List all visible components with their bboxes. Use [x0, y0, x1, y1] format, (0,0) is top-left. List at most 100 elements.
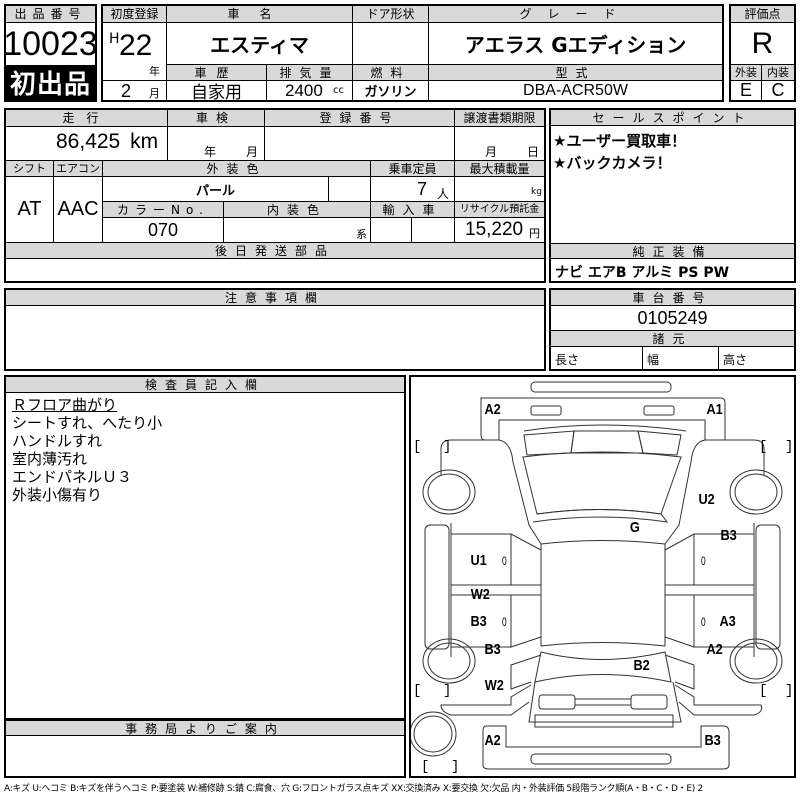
office-label: 事務局よりご案内 — [6, 720, 404, 736]
chassis-box: 車台番号 0105249 諸元 長さ 幅 高さ — [549, 288, 796, 371]
interior-color-label: 内装色 — [224, 202, 371, 218]
imported-b — [412, 218, 455, 243]
sales-point-item: ★バックカメラ！ — [553, 154, 672, 172]
capacity: 7 人 — [371, 177, 455, 202]
exterior-color-extra — [329, 177, 371, 202]
mark-left-sill: W2 — [470, 586, 490, 603]
score-value: R — [731, 23, 794, 65]
bracket-front-right-open: [ — [759, 439, 768, 455]
sales-point-item: ★ユーザー買取車！ — [553, 132, 687, 150]
displacement: 2400 cc — [267, 81, 353, 100]
inspector-line: ハンドルすれ — [12, 432, 103, 450]
registration-year: H 22 年 — [103, 23, 167, 81]
model-code-label: 型式 — [429, 65, 722, 81]
mark-front-bumper-left: A2 — [484, 401, 501, 418]
sales-points-box: セールスポイント ★ユーザー買取車！ ★バックカメラ！ 純正装備 ナビ エアB … — [549, 108, 796, 283]
lot-number: 10023 — [6, 24, 95, 63]
mark-left-front-door-zero: 0 — [502, 554, 507, 568]
lot-number-box: 出品番号 10023 初出品 — [4, 4, 97, 102]
mark-front-bumper-right: A1 — [706, 401, 723, 418]
mark-left-rear-door: B3 — [470, 613, 487, 630]
transfer-deadline: 月 日 — [455, 127, 544, 161]
bracket-front-left-close: ] — [443, 439, 452, 455]
interior-color: 系 — [224, 218, 371, 243]
spec-length: 長さ — [551, 347, 643, 369]
mark-right-front-door-zero: 0 — [701, 554, 706, 568]
history: 自家用 — [167, 81, 267, 100]
details-table: 走行 車検 登録番号 譲渡書類期限 86,425 km 年 月 月 日 シフト … — [4, 108, 546, 283]
inspector-notes: Ｒフロア曲がり シートすれ、へたり小 ハンドルすれ 室内薄汚れ エンドパネルＵ３… — [12, 396, 162, 504]
interior-grade-label: 内装 — [762, 65, 794, 81]
chassis-label: 車台番号 — [551, 290, 794, 306]
bracket-spare-close: ] — [451, 759, 460, 775]
bracket-rear-right-open: [ — [759, 683, 768, 699]
door-type-label: ドア形状 — [353, 6, 429, 23]
bracket-front-left-open: [ — [413, 439, 422, 455]
car-name-label: 車名 — [167, 6, 353, 23]
aircon-label: エアコン — [54, 161, 103, 177]
notes-label: 注意事項欄 — [6, 290, 544, 306]
office-box: 事務局よりご案内 — [4, 718, 406, 778]
capacity-label: 乗車定員 — [371, 161, 455, 177]
mark-rear-bumper-left: A2 — [484, 732, 501, 749]
registration-month: 2 月 — [103, 81, 167, 100]
shift: AT — [6, 177, 54, 243]
mark-back-door: B2 — [633, 657, 650, 674]
inspector-line: Ｒフロア曲がり — [12, 396, 118, 414]
lot-number-label: 出品番号 — [6, 6, 95, 23]
first-listing-badge: 初出品 — [6, 65, 95, 100]
equipment-label: 純正装備 — [551, 243, 794, 259]
history-label: 車歴 — [167, 65, 267, 81]
mark-windshield: G — [629, 519, 640, 536]
inspector-line: エンドパネルＵ３ — [12, 468, 133, 486]
max-load: kg — [455, 177, 544, 202]
inspector-line: シートすれ、へたり小 — [12, 414, 163, 432]
exterior-grade: E — [731, 81, 762, 100]
vehicle-info-table: 初度登録 H 22 年 2 月 車名 エスティマ ドア形状 グレード アエラス … — [101, 4, 724, 102]
exterior-color: パール — [103, 177, 329, 202]
mark-left-rear-door-zero: 0 — [502, 615, 507, 629]
transfer-deadline-label: 譲渡書類期限 — [455, 110, 544, 127]
car-outline-icon — [411, 381, 783, 770]
mileage-label: 走行 — [6, 110, 168, 127]
bracket-front-right-close: ] — [785, 439, 794, 455]
later-parts-label: 後日発送部品 — [6, 243, 544, 259]
imported-a — [371, 218, 412, 243]
grade: アエラス Gエディション — [429, 23, 722, 65]
sales-points-label: セールスポイント — [551, 110, 794, 126]
model-code: DBA-ACR50W — [523, 81, 628, 99]
sales-points-list: ★ユーザー買取車！ ★バックカメラ！ — [553, 130, 686, 174]
inspection-label: 車検 — [168, 110, 265, 127]
fuel-label: 燃料 — [353, 65, 429, 81]
spec-height: 高さ — [723, 353, 748, 367]
inspection-date: 年 月 — [168, 127, 265, 161]
mark-rear-bumper-right: B3 — [704, 732, 721, 749]
inspector-line: 室内薄汚れ — [12, 450, 88, 468]
equipment: ナビ エアB アルミ PS PW — [555, 265, 730, 281]
inspector-line: 外装小傷有り — [12, 486, 103, 504]
door-type — [353, 23, 429, 65]
plate-number — [265, 127, 455, 161]
mark-left-rear-fender-upper: B3 — [484, 641, 501, 658]
recycle-fee: 15,220 円 — [455, 218, 544, 243]
later-parts — [6, 259, 544, 281]
score-label: 評価点 — [731, 6, 794, 23]
inspector-box: 検査員記入欄 Ｒフロア曲がり シートすれ、へたり小 ハンドルすれ 室内薄汚れ エ… — [4, 375, 406, 720]
mark-right-front-door: B3 — [720, 527, 737, 544]
exterior-color-label: 外装色 — [103, 161, 371, 177]
bracket-rear-right-close: ] — [785, 683, 794, 699]
plate-number-label: 登録番号 — [265, 110, 455, 127]
interior-grade: C — [771, 81, 785, 100]
inspector-label: 検査員記入欄 — [6, 377, 404, 393]
notes-box: 注意事項欄 — [4, 288, 546, 371]
bracket-rear-left-open: [ — [413, 683, 422, 699]
spec-width: 幅 — [643, 347, 719, 369]
car-name: エスティマ — [167, 23, 353, 65]
registration-label: 初度登録 — [103, 6, 167, 23]
mark-right-rear-fender: A2 — [706, 641, 723, 658]
mark-right-front-fender: U2 — [698, 491, 715, 508]
imported-label: 輸入車 — [371, 202, 455, 218]
mileage: 86,425 km — [6, 127, 168, 161]
color-no: 070 — [103, 218, 224, 243]
bracket-rear-left-close: ] — [443, 683, 452, 699]
